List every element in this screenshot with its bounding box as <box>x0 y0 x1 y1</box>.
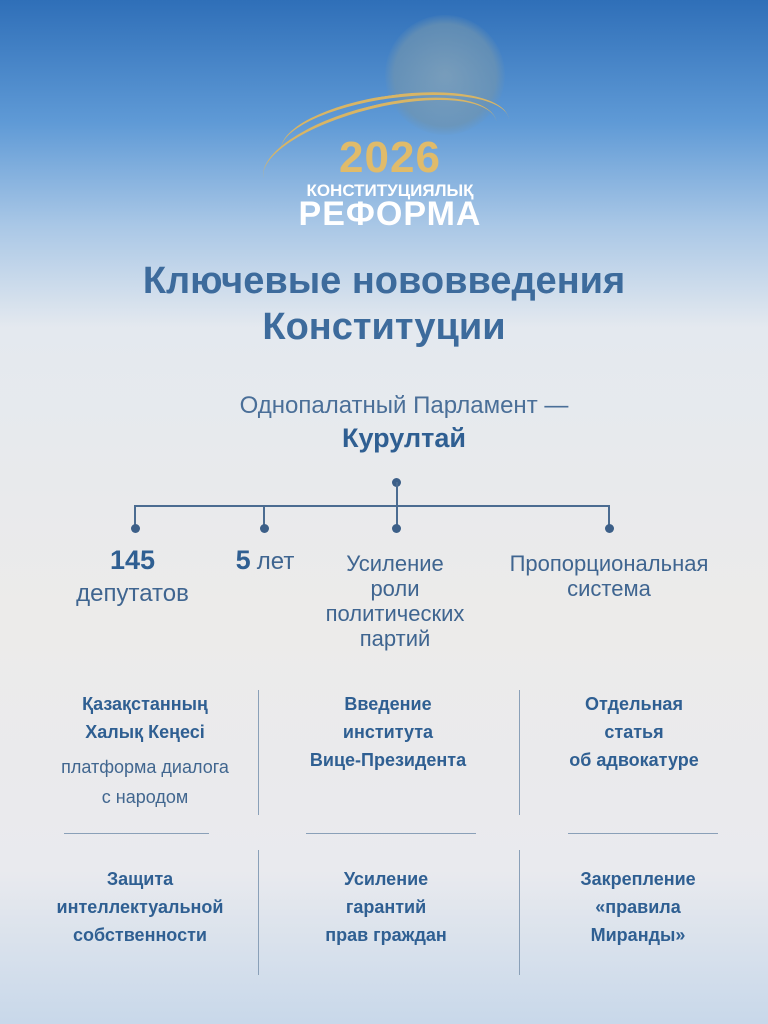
branch-term: 5 лет <box>200 545 330 575</box>
parties-line: политических <box>325 601 465 626</box>
reform-logo: 2026 КОНСТИТУЦИЯЛЫҚ РЕФОРМА <box>252 77 520 245</box>
card-title: интеллектуальной <box>56 897 224 917</box>
card-citizen-rights: Усиление гарантий прав граждан <box>276 865 496 949</box>
card-vice-president: Введение института Вице-Президента <box>278 690 498 774</box>
card-people-council: Қазақстанның Халық Кеңесі платформа диал… <box>35 690 255 812</box>
deputies-count: 145 <box>109 545 156 575</box>
divider <box>568 833 718 834</box>
title-line1: Ключевые нововведения <box>142 260 626 302</box>
logo-line1: КОНСТИТУЦИЯЛЫҚ <box>306 181 474 200</box>
card-title: Халық Кеңесі <box>85 722 205 742</box>
parties-line: партий <box>359 626 431 651</box>
card-note: с народом <box>101 787 189 807</box>
deputies-label: депутатов <box>76 580 189 607</box>
divider <box>64 833 209 834</box>
divider <box>258 690 259 815</box>
card-intellectual-property: Защита интеллектуальной собственности <box>30 865 250 949</box>
term-value: 5 <box>235 545 251 575</box>
card-title: собственности <box>73 925 207 945</box>
card-title: Отдельная <box>585 694 683 714</box>
card-title: Вице-Президента <box>309 750 467 770</box>
card-title: института <box>342 722 434 742</box>
card-advocacy: Отдельная статья об адвокатуре <box>524 690 744 774</box>
card-title: Қазақстанның <box>82 694 208 714</box>
term-unit: лет <box>256 548 295 575</box>
card-title: статья <box>604 722 664 742</box>
card-title: Закрепление <box>580 869 696 889</box>
divider <box>519 690 520 815</box>
proportional-line: система <box>567 576 651 601</box>
parliament-name: Курултай <box>342 423 466 453</box>
title-line2: Конституции <box>262 306 506 348</box>
parties-line: Усиление <box>346 551 444 576</box>
branch-proportional: Пропорциональная система <box>495 551 723 601</box>
card-title: Миранды» <box>590 925 686 945</box>
card-title: гарантий <box>345 897 427 917</box>
logo-line2: РЕФОРМА <box>298 195 482 233</box>
branch-deputies: 145 депутатов <box>50 545 215 614</box>
card-title: «правила <box>595 897 681 917</box>
page-title: Ключевые нововведения Конституции <box>0 258 768 350</box>
parties-line: роли <box>370 576 420 601</box>
parliament-label: Однопалатный Парламент — <box>239 392 569 419</box>
card-title: Введение <box>344 694 432 714</box>
divider <box>519 850 520 975</box>
card-title: Усиление <box>343 869 429 889</box>
proportional-line: Пропорциональная <box>509 551 709 576</box>
divider <box>306 833 476 834</box>
card-title: прав граждан <box>325 925 447 945</box>
card-title: Защита <box>106 869 174 889</box>
card-title: об адвокатуре <box>569 750 699 770</box>
branch-parties: Усиление роли политических партий <box>305 551 485 651</box>
divider <box>258 850 259 975</box>
card-note: платформа диалога <box>61 757 229 777</box>
card-miranda-rule: Закрепление «правила Миранды» <box>528 865 748 949</box>
logo-year: 2026 <box>339 133 441 182</box>
flag-sun-emblem <box>385 15 505 135</box>
